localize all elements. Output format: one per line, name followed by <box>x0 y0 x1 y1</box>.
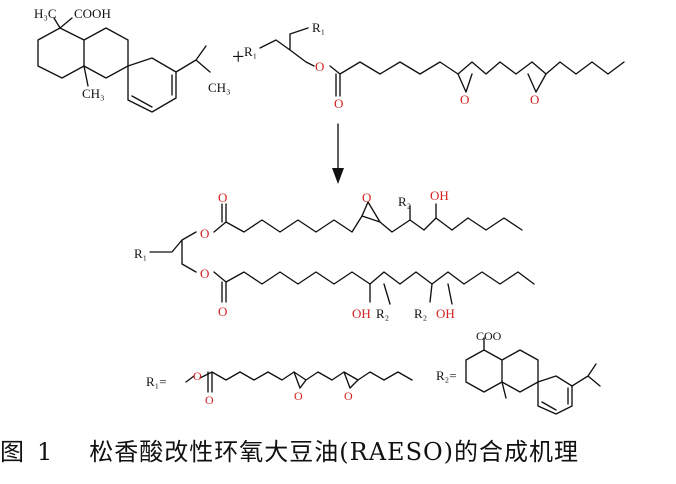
r1-definition: R₁= O O O O <box>146 369 413 407</box>
epoxidized-soybean-oil-structure: R₁ R₁ O O O O <box>244 20 625 111</box>
rosin-acid-structure: H₃C COOH CH₃ CH₃ <box>34 6 231 113</box>
r1-label-top: R₁ <box>244 44 257 59</box>
coo-label: COO <box>476 329 502 343</box>
carbonyl-oxygen-product-1: O <box>218 190 227 205</box>
r2-label-product-1: R₂ <box>398 194 411 209</box>
ester-oxygen-top: O <box>315 59 324 74</box>
cooh-label: COOH <box>74 6 111 21</box>
r2-equals-label: R₂= <box>436 368 457 383</box>
figure-title: 松香酸改性环氧大豆油(RAESO)的合成机理 <box>89 438 580 466</box>
r1-label-product: R₁ <box>134 246 147 261</box>
isopropyl-ch3-label: CH₃ <box>208 80 231 95</box>
product-structure: R₁ O O O R₂ OH O O OH R₂ R₂ OH <box>134 188 535 321</box>
r2-label-product-2: R₂ <box>376 306 389 321</box>
r1-equals-label: R₁= <box>146 374 167 389</box>
epoxide-oxygen-r1-2: O <box>344 389 353 403</box>
epoxide-oxygen-r1-1: O <box>294 389 303 403</box>
epoxide-oxygen-top-1: O <box>460 92 469 107</box>
carbonyl-oxygen-r1: O <box>205 393 214 407</box>
epoxide-oxygen-product: O <box>362 190 371 205</box>
figure-label: 图 <box>0 438 25 466</box>
ester-oxygen-r1: O <box>193 369 202 383</box>
ester-oxygen-product-2: O <box>200 266 209 281</box>
h3c-label: H₃C <box>34 6 57 21</box>
figure-number: 1 <box>37 438 54 466</box>
epoxide-oxygen-top-2: O <box>530 92 539 107</box>
oh-label-product-3: OH <box>436 306 455 321</box>
r1-label-top-2: R₁ <box>312 20 325 35</box>
oh-label-product-2: OH <box>352 306 371 321</box>
r2-label-product-3: R₂ <box>414 306 427 321</box>
reaction-arrow <box>332 123 344 184</box>
oh-label-product-1: OH <box>430 188 449 203</box>
plus-sign: + <box>232 44 244 69</box>
reaction-scheme: H₃C COOH CH₃ CH₃ + R₁ R₁ O O O O R₁ O O … <box>34 6 625 415</box>
ch3-label: CH₃ <box>82 86 105 101</box>
carbonyl-oxygen-top: O <box>334 96 343 111</box>
ester-oxygen-product-1: O <box>200 226 209 241</box>
carbonyl-oxygen-product-2: O <box>218 304 227 319</box>
r2-definition: R₂= COO <box>436 329 601 415</box>
